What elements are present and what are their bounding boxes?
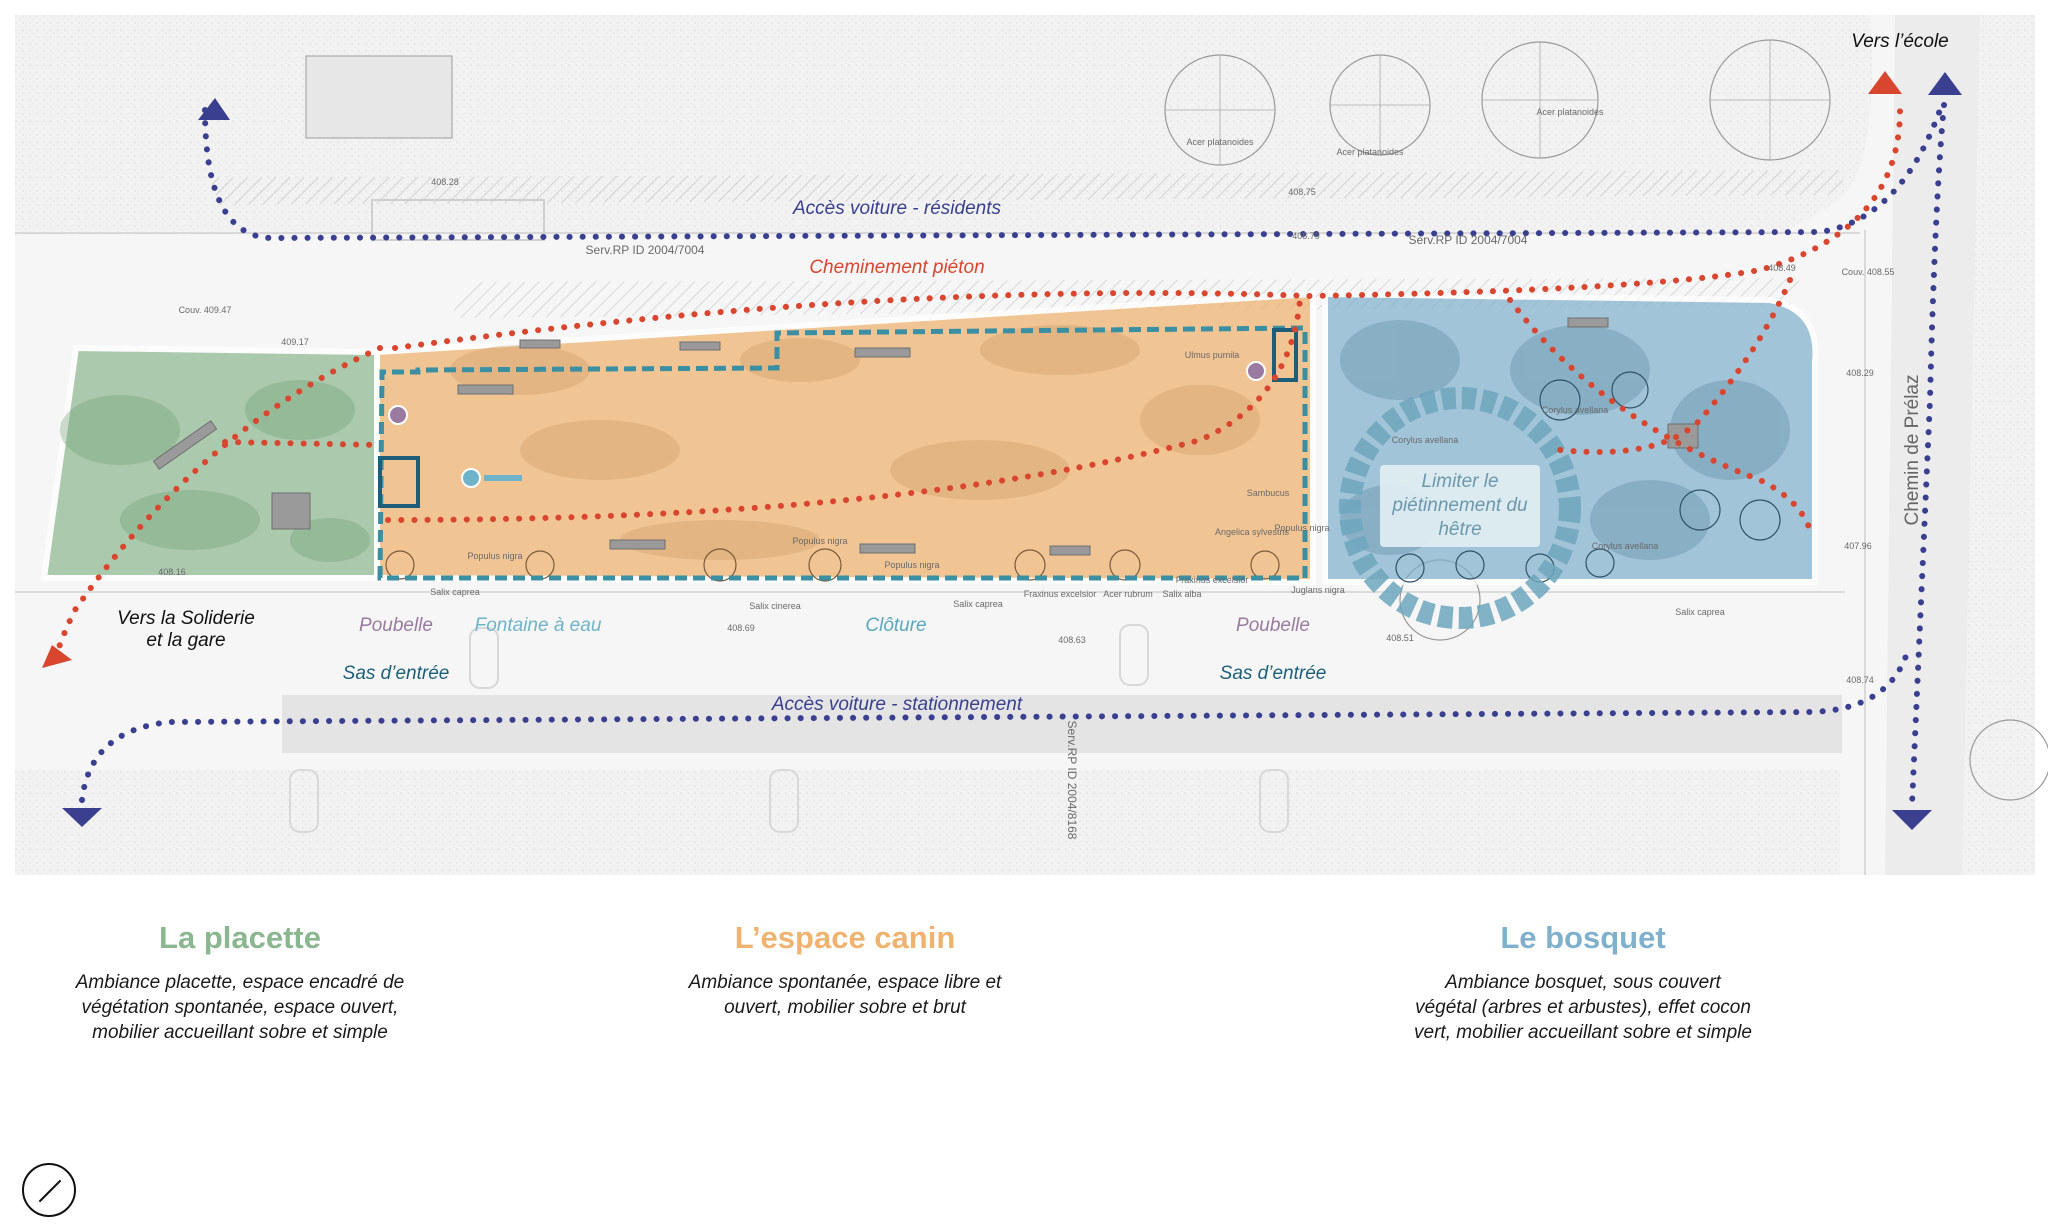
altitude-tag: 408.75: [1288, 187, 1316, 197]
altitude-tag: 407.96: [1844, 541, 1872, 551]
benches: [152, 317, 1699, 556]
sas-entree-left: [378, 456, 420, 508]
altitude-tag: 408.74: [1846, 675, 1874, 685]
altitude-tag: Couv. 408.55: [1841, 267, 1895, 277]
tree-species-tag: Corylus avellana: [1591, 541, 1659, 551]
label-sas-left: Sas d’entrée: [342, 663, 450, 685]
building-top-left: [305, 55, 453, 139]
label-sas-right: Sas d’entrée: [1219, 663, 1327, 685]
tree-species-tag: Salix caprea: [430, 587, 480, 597]
altitude-tag: 408.79: [1292, 231, 1320, 241]
zone-canin: [374, 290, 1316, 586]
tree-species-tag: Acer rubrum: [1103, 589, 1153, 599]
zone-desc-bosquet: Ambiance bosquet, sous couvert végétal (…: [1414, 972, 1752, 1043]
hetre-label-box: [1380, 465, 1540, 547]
tree-species-tag: Acer platanoides: [1186, 137, 1254, 147]
zone-title-bosquet: Le bosquet: [1500, 920, 1666, 955]
label-cloture: Clôture: [865, 615, 927, 637]
poubelle-left-marker: [388, 405, 408, 425]
servitude-tag: Serv.RP ID 2004/7004: [1408, 233, 1528, 247]
canin-texture: [450, 325, 1260, 560]
sas-entree-right: [1272, 328, 1298, 382]
label-chemin-prelaz: Chemin de Prélaz: [1902, 374, 1924, 526]
arrow-ecole-red: [1868, 71, 1902, 94]
tree-species-tag: Corylus avellana: [1391, 435, 1459, 445]
poubelle-right-marker: [1246, 361, 1266, 381]
parking-box: [371, 199, 545, 241]
parking-strip: [282, 695, 1842, 753]
tree-species-tag: Sambucus: [1246, 488, 1290, 498]
zone-desc-canin: Ambiance spontanée, espace libre et ouve…: [688, 972, 1002, 1018]
label-poubelle-left: Poubelle: [359, 615, 433, 637]
arrow-bottom-right-blue: [1892, 810, 1932, 830]
north-arrow-needle: [38, 1179, 62, 1203]
zone-title-canin: L’espace canin: [734, 920, 956, 955]
altitude-tag: 409.17: [281, 337, 309, 347]
altitude-tag: 408.63: [1058, 635, 1086, 645]
tree-species-tag: Corylus avellana: [1541, 405, 1609, 415]
street-trees-branches: [1165, 40, 1830, 165]
tree-species-tag: Populus nigra: [792, 536, 848, 546]
tree-species-tag: Fraxinus excelsior: [1023, 589, 1097, 599]
label-hetre: Limiter le piétinnement du hêtre: [1392, 471, 1528, 540]
hetre-ring: [1339, 387, 1581, 629]
tree-species-tag: Juglans nigra: [1291, 585, 1345, 595]
tree-species-tag: Salix alba: [1162, 589, 1202, 599]
fence-cloture: [377, 325, 1308, 581]
servitude-tag: Serv.RP ID 2004/7004: [585, 243, 705, 257]
canin-shrubs: [385, 548, 1280, 582]
fontaine-bar: [484, 475, 522, 481]
tree-species-tag: Salix caprea: [953, 599, 1003, 609]
tree-species-tag: Populus nigra: [467, 551, 523, 561]
altitude-tag: 408.28: [431, 177, 459, 187]
altitude-tag: Couv. 409.47: [178, 305, 232, 315]
tree-species-tag: Populus nigra: [884, 560, 940, 570]
tree-species-tag: Acer platanoides: [1336, 147, 1404, 157]
arrow-bottom-left-blue: [62, 808, 102, 827]
altitude-tag: 408.49: [1768, 263, 1796, 273]
altitude-tag: 408.29: [1846, 368, 1874, 378]
hatched-sidewalk: [210, 170, 1845, 205]
tree-species-tag: Populus nigra: [1274, 523, 1330, 533]
zone-desc-placette: Ambiance placette, espace encadré de vég…: [75, 972, 405, 1043]
pedestrian-paths: [55, 107, 1903, 653]
tree-species-tag: Fraxinus excelsior: [1175, 575, 1249, 585]
label-vers-soliderie: Vers la Soliderie et la gare: [117, 608, 255, 651]
altitude-tag: 408.51: [1386, 633, 1414, 643]
tree-species-tag: Angelica sylvestris: [1214, 527, 1290, 537]
altitude-tag: 408.16: [158, 567, 186, 577]
label-acces-residents: Accès voiture - résidents: [792, 198, 1002, 220]
chemin-prelaz-road: [1885, 15, 1980, 875]
tree-species-tag: Acer platanoides: [1536, 107, 1604, 117]
tree-species-tag: Salix cinerea: [749, 601, 801, 611]
label-fontaine: Fontaine à eau: [474, 615, 602, 637]
label-poubelle-right: Poubelle: [1236, 615, 1310, 637]
arrow-ecole-blue: [1928, 72, 1962, 95]
north-arrow-icon: [22, 1163, 76, 1217]
servitude-tag: Serv.RP ID 2004/8168: [1065, 720, 1079, 840]
label-cheminement-pieton: Cheminement piéton: [809, 257, 985, 279]
label-acces-stationnement: Accès voiture - stationnement: [771, 694, 1023, 716]
tree-species-tag: Ulmus pumila: [1184, 350, 1240, 360]
tree-species-tag: Salix caprea: [1675, 607, 1725, 617]
label-vers-ecole: Vers l’école: [1851, 31, 1949, 53]
arrow-top-left-blue: [198, 98, 230, 120]
fontaine-marker: [461, 468, 481, 488]
altitude-tag: 408.69: [727, 623, 755, 633]
arrow-soliderie-red: [42, 645, 72, 668]
car-paths: [79, 102, 1947, 808]
zone-title-placette: La placette: [159, 920, 321, 955]
parked-cars: [289, 624, 1289, 833]
